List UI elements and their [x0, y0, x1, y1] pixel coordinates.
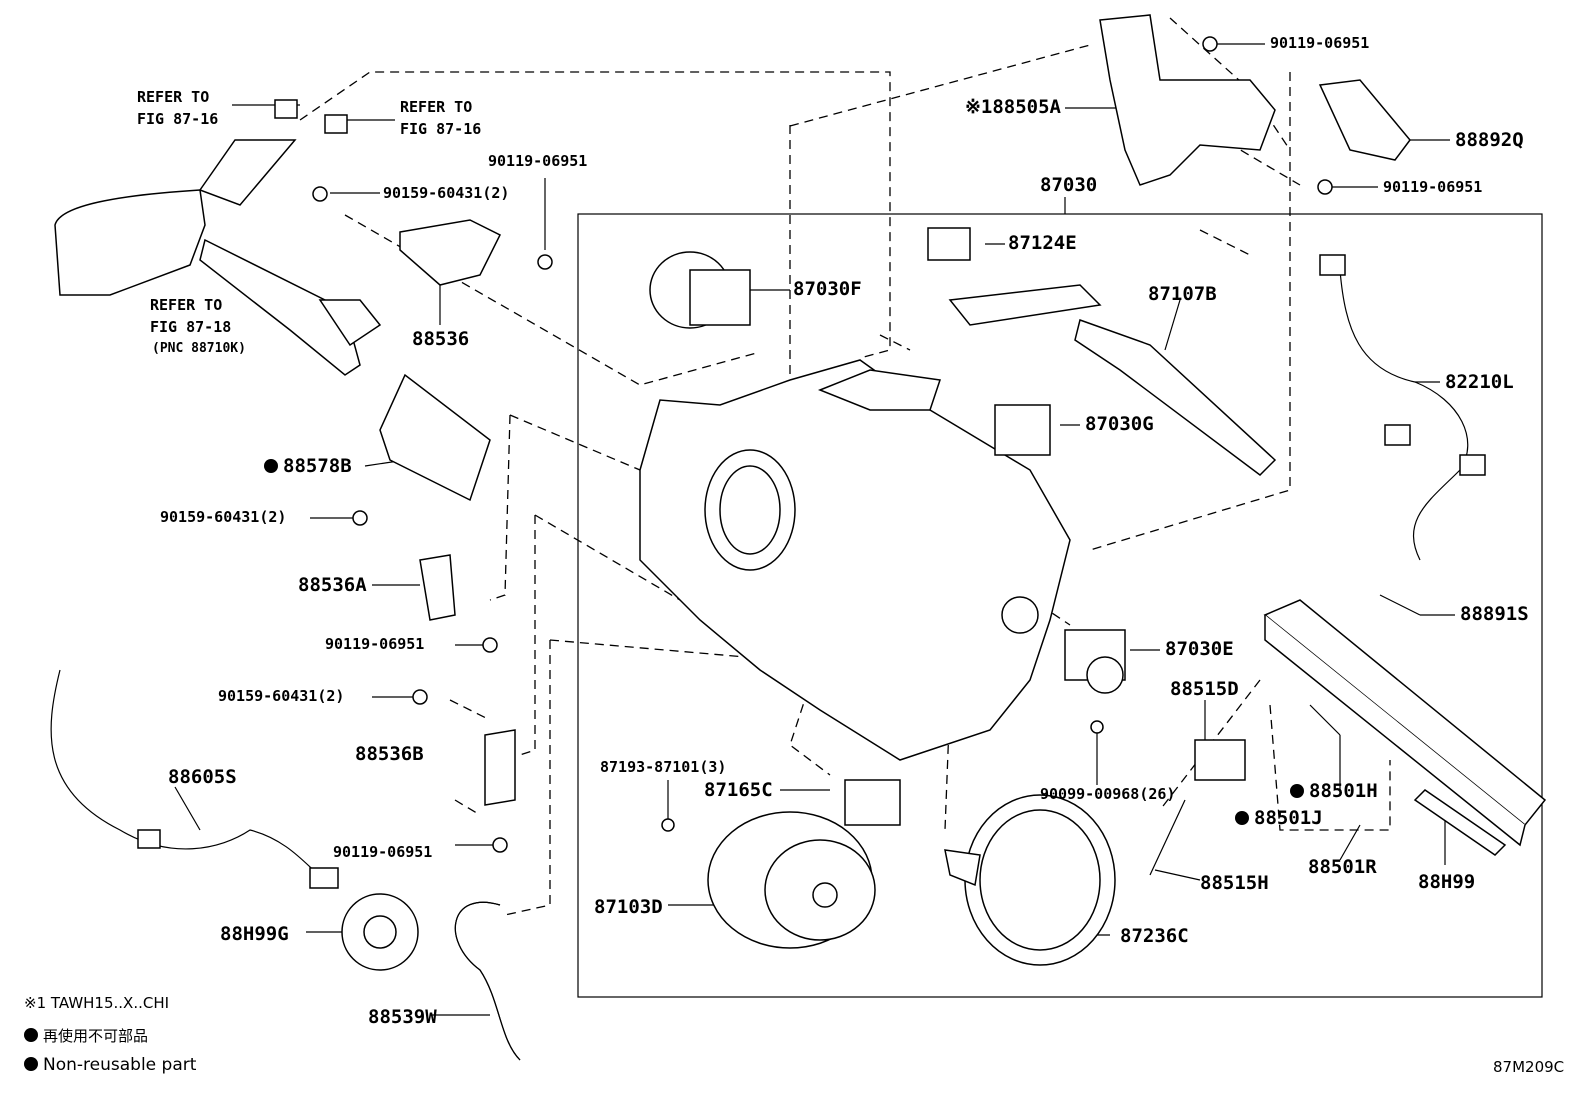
fig-87-16-label-2: FIG 87-16: [400, 120, 482, 138]
part-87103D: 87103D: [594, 896, 663, 918]
bracket-88536B: [484, 729, 516, 806]
bracket-88536: [399, 219, 502, 286]
blower-87103D: [707, 811, 876, 949]
bolt-88515H: [1149, 799, 1186, 876]
footnote: ※1 TAWH15..X..CHI: [24, 994, 170, 1012]
diagram-code: 87M209C: [1493, 1058, 1565, 1076]
actuator-87030F: [649, 251, 751, 329]
legend-non-reusable-cn: 再使用不可部品: [24, 1028, 148, 1044]
connector-icon: [1459, 454, 1486, 476]
part-88605S: 88605S: [168, 766, 237, 788]
pnc-label: (PNC 88710K): [152, 341, 246, 356]
part-88578B: 88578B: [264, 457, 352, 476]
part-88891S: 88891S: [1460, 603, 1529, 625]
part-90159-60431: 90159-60431(2): [160, 508, 287, 526]
duct-88505A: [1099, 14, 1276, 186]
non-reusable-dot: [1290, 784, 1304, 798]
part-87165C: 87165C: [704, 779, 773, 801]
part-88536B: 88536B: [355, 743, 424, 765]
assembly-frame: [577, 213, 1543, 998]
part-87030F: 87030F: [793, 278, 862, 300]
actuator-87030E: [1064, 629, 1126, 694]
valve-88515D: [1194, 739, 1246, 781]
fig-87-18-label: FIG 87-18: [150, 318, 232, 336]
part-82210L: 82210L: [1445, 371, 1514, 393]
case-87236C: [944, 794, 1116, 966]
part-88501R: 88501R: [1308, 856, 1377, 878]
part-88515H: 88515H: [1200, 872, 1269, 894]
part-90119-06951: 90119-06951: [488, 152, 588, 170]
screw-icon: [537, 254, 553, 270]
main-housing: [639, 359, 1071, 761]
refer-to-label-2: REFER TO: [400, 98, 473, 116]
screw-icon: [1090, 720, 1104, 734]
refer-to-label-3: REFER TO: [150, 296, 223, 314]
part-88539W: 88539W: [368, 1006, 437, 1028]
part-88H99G: 88H99G: [220, 923, 289, 945]
part-87030G: 87030G: [1085, 413, 1154, 435]
duct-assembly-left: [54, 139, 382, 376]
resistor-87165C: [844, 779, 901, 826]
legend-non-reusable-en: Non-reusable part: [24, 1057, 196, 1074]
screw-icon: [1202, 36, 1218, 52]
screw-icon: [661, 818, 675, 832]
part-90119-06951: 90119-06951: [1270, 34, 1370, 52]
hose-88539W: [454, 901, 521, 1061]
part-87030E: 87030E: [1165, 638, 1234, 660]
part-90119-06951: 90119-06951: [333, 843, 433, 861]
screw-icon: [482, 637, 498, 653]
harness-88605S: [50, 669, 326, 881]
screw-icon: [492, 837, 508, 853]
clip-icon-1: [274, 99, 298, 119]
pad-88578B: [379, 373, 491, 502]
screw-icon: [312, 186, 328, 202]
connector-icon: [309, 867, 339, 889]
part-87193-87101: 87193-87101(3): [600, 758, 727, 776]
sensor-88891S: [1379, 594, 1421, 616]
part-88501H: 88501H: [1290, 782, 1378, 801]
non-reusable-dot: [264, 459, 278, 473]
part-88536A: 88536A: [298, 574, 367, 596]
part-87236C: 87236C: [1120, 925, 1189, 947]
part-87107B: 87107B: [1148, 283, 1217, 305]
screw-icon: [412, 689, 428, 705]
part-88536: 88536: [412, 328, 470, 350]
part-90119-06951: 90119-06951: [325, 635, 425, 653]
part-88H99: 88H99: [1418, 871, 1476, 893]
part-90119-06951: 90119-06951: [1383, 178, 1483, 196]
part-90159-60431: 90159-60431(2): [218, 687, 345, 705]
part-88515D: 88515D: [1170, 678, 1239, 700]
screw-icon: [352, 510, 368, 526]
evaporator-88501R: [1263, 599, 1547, 847]
refer-to-label: REFER TO: [137, 88, 210, 106]
part-88892Q: 88892Q: [1455, 129, 1524, 151]
part-87124E: 87124E: [1008, 232, 1077, 254]
non-reusable-dot: [24, 1057, 38, 1071]
actuator-87030G: [994, 404, 1051, 456]
connector-icon: [137, 829, 161, 849]
connector-icon: [1384, 424, 1411, 446]
part-90159-60431: 90159-60431(2): [383, 184, 510, 202]
part-88505A: ※188505A: [965, 96, 1061, 118]
filter-88892Q: [1318, 79, 1411, 161]
strip-88H99: [1413, 789, 1507, 856]
bracket-88536A: [419, 554, 456, 621]
connector-icon: [1319, 254, 1346, 276]
part-88501J: 88501J: [1235, 809, 1323, 828]
non-reusable-dot: [24, 1028, 38, 1042]
part-87030: 87030: [1040, 174, 1098, 196]
clip-icon-2: [324, 114, 348, 134]
sensor-87124E: [927, 227, 971, 261]
non-reusable-dot: [1235, 811, 1249, 825]
screw-icon: [1317, 179, 1333, 195]
harness-82210L: [1339, 269, 1469, 561]
heater-core-87107B: [948, 284, 1277, 476]
fig-87-16-label: FIG 87-16: [137, 110, 219, 128]
part-90099-00968: 90099-00968(26): [1040, 785, 1176, 803]
